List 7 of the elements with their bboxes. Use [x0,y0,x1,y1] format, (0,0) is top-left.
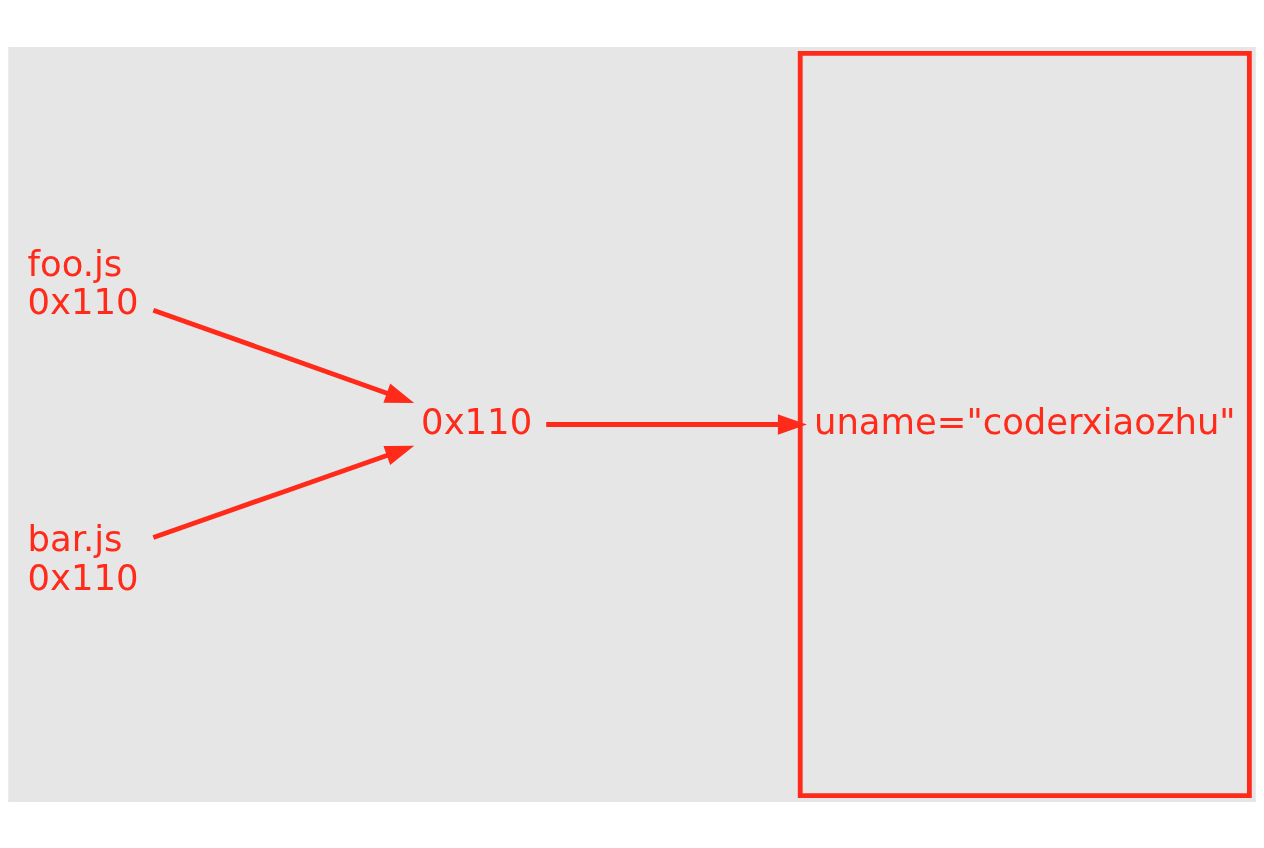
node-box: uname="coderxiaozhu" [797,50,1252,798]
arrow [546,413,807,435]
node-text: 0x110 [421,400,533,442]
arrow [152,445,415,540]
node-text: bar.js 0x110 [27,517,139,598]
arrow [152,307,415,403]
node-text: foo.js 0x110 [27,242,139,322]
